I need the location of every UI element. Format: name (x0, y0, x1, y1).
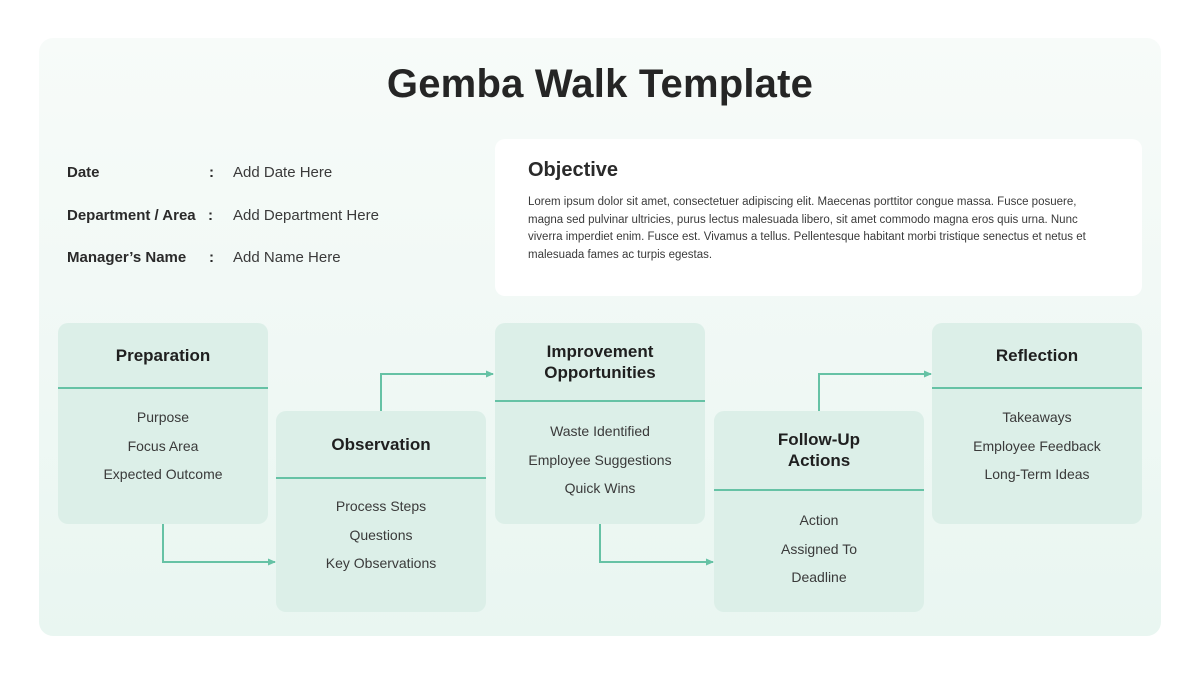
step-item: Deadline (791, 569, 847, 585)
step-item: Employee Suggestions (528, 451, 672, 468)
step-title-reflection: Reflection (932, 323, 1142, 389)
manager-colon: : (209, 249, 214, 266)
step-items-follow-up-actions: Action Assigned To Deadline (714, 506, 924, 592)
step-item: Waste Identified (550, 423, 650, 439)
step-title-observation: Observation (276, 411, 486, 479)
objective-box: Objective Lorem ipsum dolor sit amet, co… (495, 139, 1142, 296)
objective-text[interactable]: Lorem ipsum dolor sit amet, consectetuer… (528, 196, 1086, 261)
step-item: Focus Area (127, 437, 199, 454)
step-items-reflection: Takeaways Employee Feedback Long-Term Id… (932, 403, 1142, 489)
step-item: Employee Feedback (973, 437, 1101, 454)
step-title-follow-up-actions: Follow-Up Actions (714, 411, 924, 491)
department-label: Department / Area (67, 207, 196, 224)
department-colon: : (208, 207, 213, 224)
step-title-preparation: Preparation (58, 323, 268, 389)
step-items-preparation: Purpose Focus Area Expected Outcome (58, 403, 268, 489)
manager-value[interactable]: Add Name Here (233, 249, 341, 266)
step-item: Assigned To (780, 540, 857, 557)
step-card-reflection: Reflection Takeaways Employee Feedback L… (932, 323, 1142, 524)
date-colon: : (209, 164, 214, 181)
manager-label: Manager’s Name (67, 249, 187, 266)
date-label: Date (67, 164, 100, 181)
objective-title: Objective (528, 159, 619, 181)
step-item: Expected Outcome (103, 466, 223, 482)
step-item: Process Steps (335, 498, 427, 514)
step-item: Questions (349, 526, 413, 543)
connector-preparation-to-observation (162, 524, 276, 566)
step-item: Key Observations (325, 555, 437, 571)
step-item: Long-Term Ideas (984, 466, 1090, 482)
step-item: Takeaways (1002, 409, 1072, 425)
connector-observation-to-improvement (380, 370, 494, 411)
connector-followup-to-reflection (818, 370, 932, 411)
page-title: Gemba Walk Template (386, 62, 814, 106)
connector-improvement-to-followup (599, 524, 714, 566)
step-card-preparation: Preparation Purpose Focus Area Expected … (58, 323, 268, 524)
step-card-improvement-opportunities: Improvement Opportunities Waste Identifi… (495, 323, 705, 524)
step-items-observation: Process Steps Questions Key Observations (276, 492, 486, 578)
step-item: Purpose (136, 409, 190, 425)
step-card-observation: Observation Process Steps Questions Key … (276, 411, 486, 612)
step-item: Quick Wins (564, 480, 636, 496)
department-value[interactable]: Add Department Here (233, 207, 379, 224)
step-item: Action (799, 512, 839, 528)
date-value[interactable]: Add Date Here (233, 164, 333, 181)
step-items-improvement-opportunities: Waste Identified Employee Suggestions Qu… (495, 417, 705, 503)
step-title-improvement-opportunities: Improvement Opportunities (495, 323, 705, 402)
step-card-follow-up-actions: Follow-Up Actions Action Assigned To Dea… (714, 411, 924, 612)
